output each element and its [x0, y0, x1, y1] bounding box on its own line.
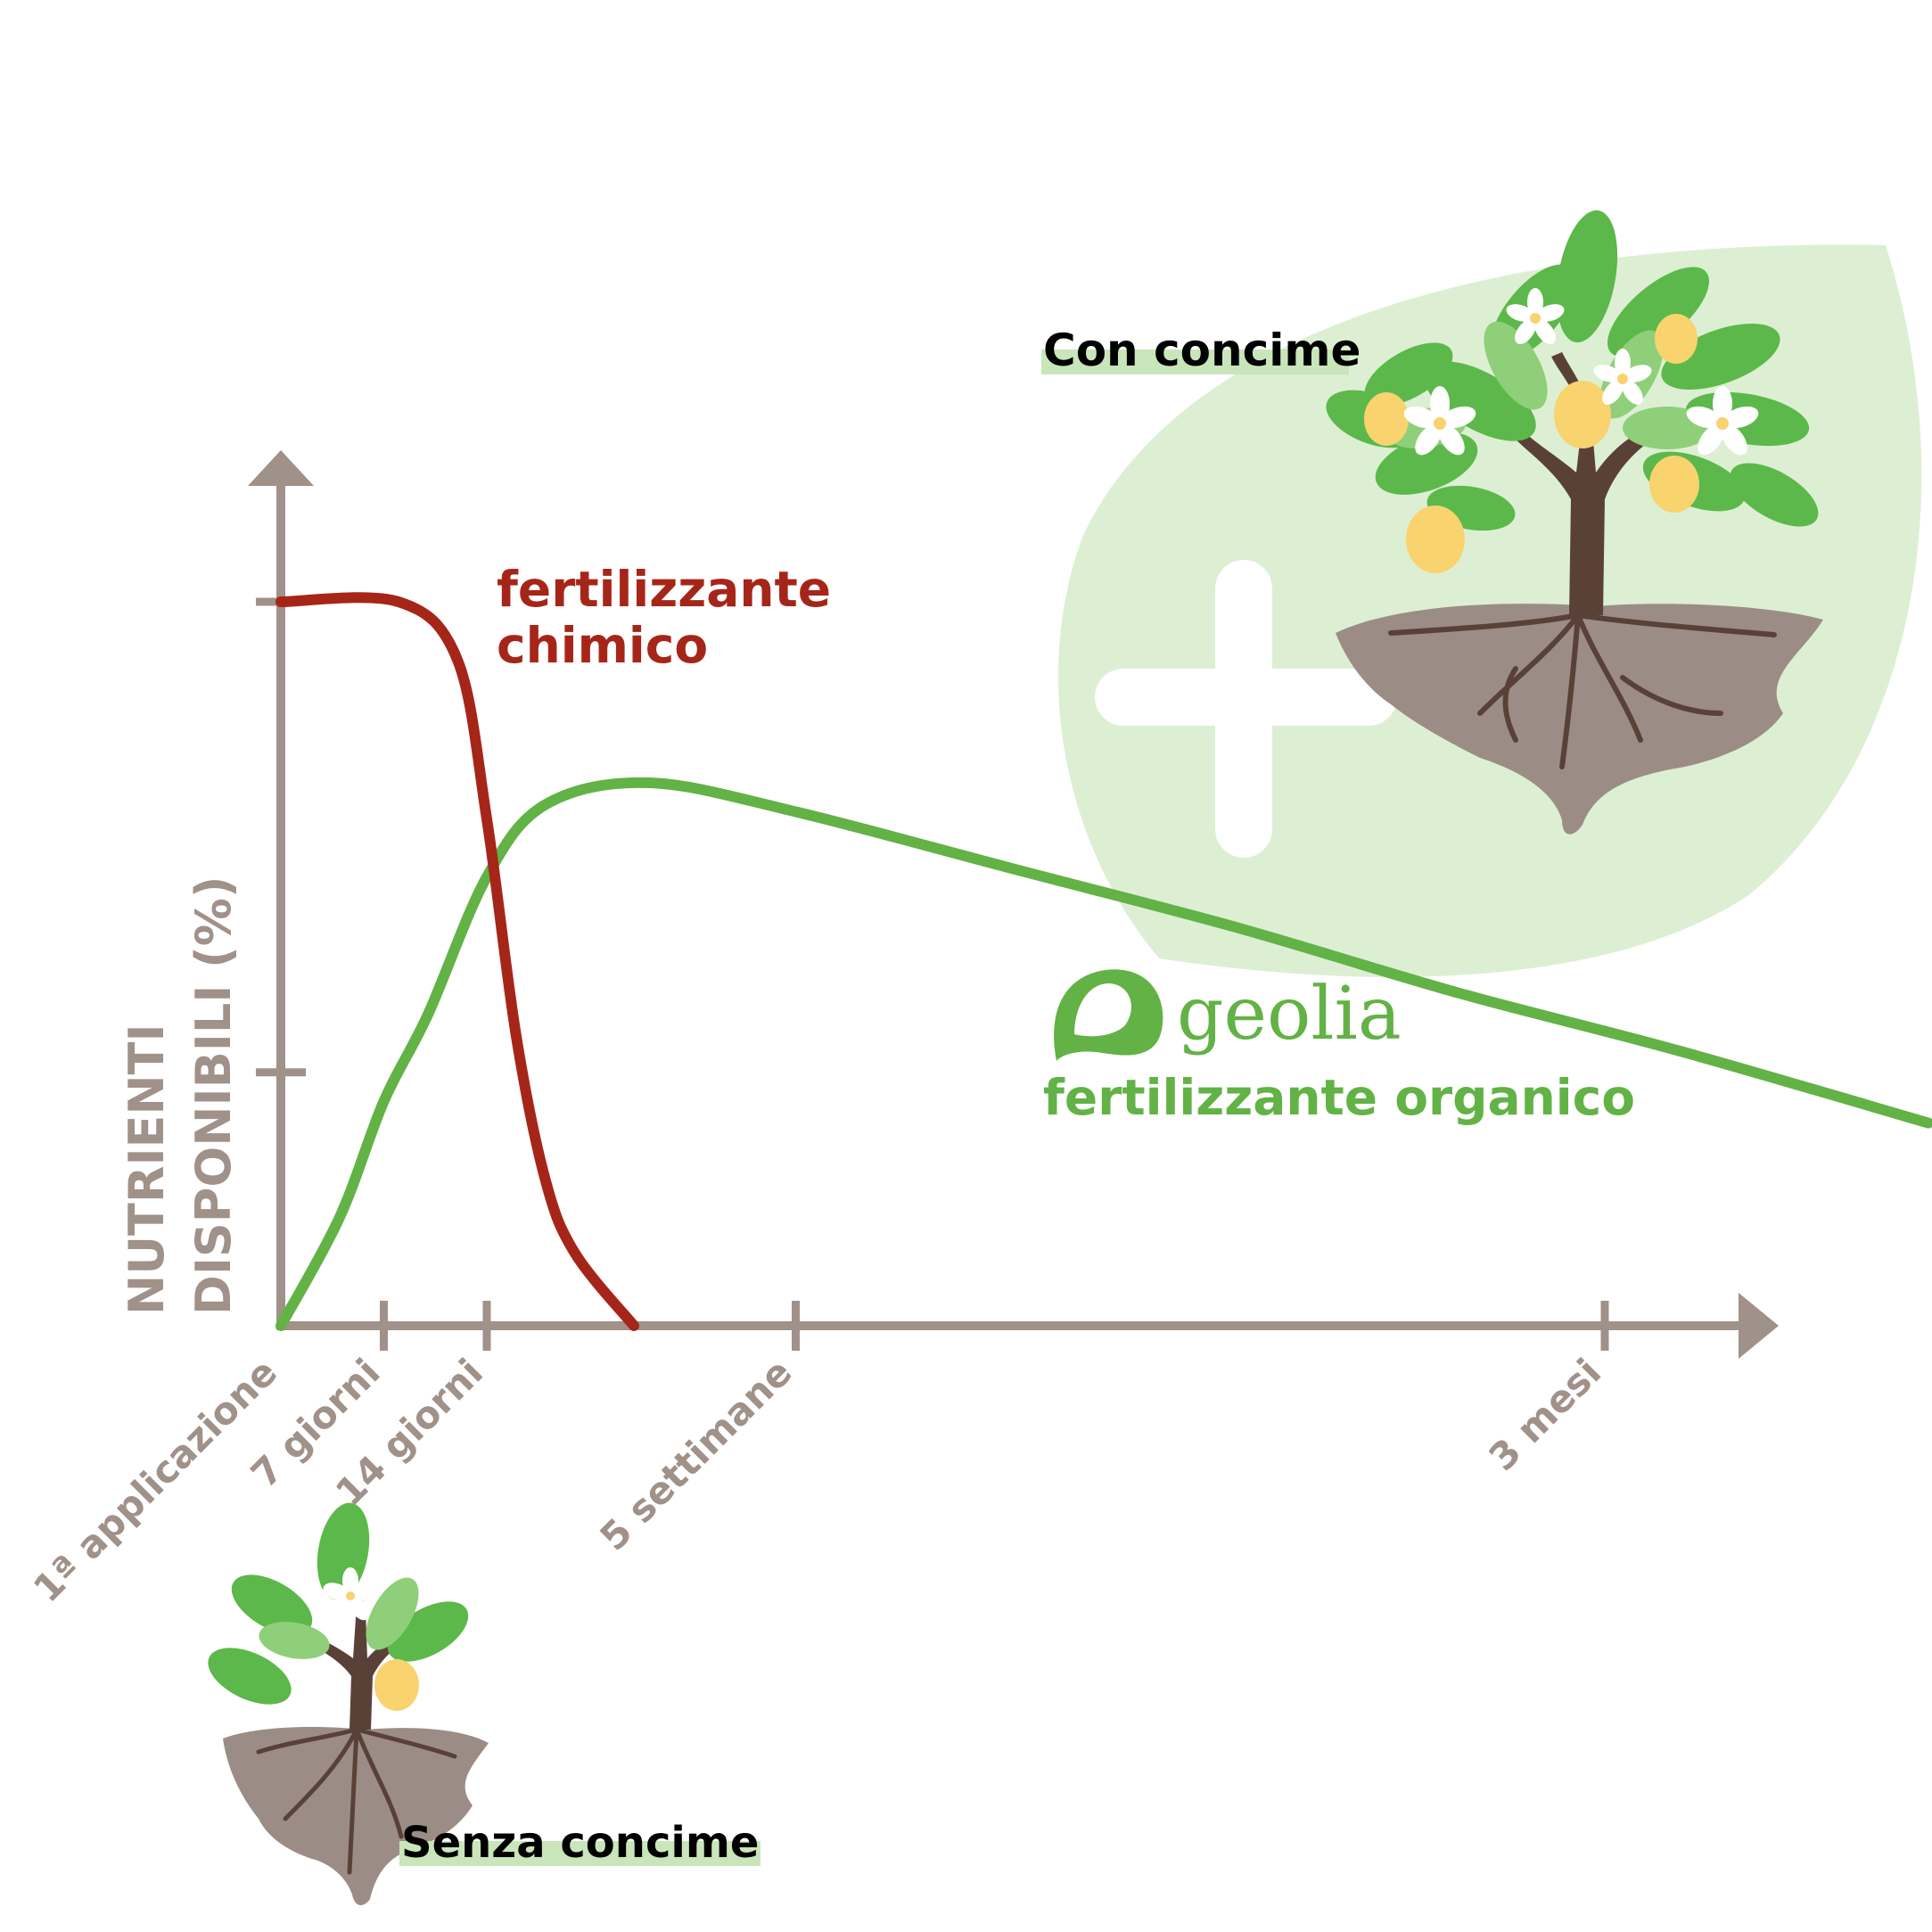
x-tick-label-3: 5 settimane [591, 1350, 800, 1558]
series-label-organico: fertilizzante organico [1043, 1069, 1635, 1126]
senza-concime-highlight [399, 1841, 760, 1866]
y-axis-arrowhead [248, 450, 314, 486]
geolia-logo: geolia [1054, 969, 1402, 1061]
chart-axes [248, 450, 1779, 1359]
x-tick-label-4: 3 mesi [1480, 1350, 1609, 1479]
series-line-chimico [275, 592, 639, 1331]
y-axis-label-line-2: DISPONIBILI (%) [185, 876, 242, 1315]
x-axis-arrowhead [1739, 1293, 1779, 1359]
plus-icon [1095, 560, 1397, 858]
y-axis-label-line-1: NUTRIENTI [119, 1024, 175, 1315]
senza-concime-label: Senza concime [401, 1818, 759, 1868]
unfertilized-lemon-tree-icon [208, 1502, 489, 1905]
con-concime-label: Con concime [1043, 325, 1361, 376]
series-label-chimico-line-2: chimico [497, 617, 708, 674]
y-axis-label: NUTRIENTI DISPONIBILI (%) [119, 876, 242, 1315]
x-tick-label-0: 1ª applicazione [25, 1350, 285, 1610]
geolia-logo-mark-icon [1054, 969, 1163, 1061]
series-line-organico [275, 777, 1932, 1331]
series-label-chimico-line-1: fertilizzante [497, 561, 831, 618]
con-concime-highlight [1041, 349, 1349, 374]
geolia-wordmark: geolia [1177, 972, 1402, 1056]
fertilized-lemon-tree-icon [1326, 210, 1823, 834]
